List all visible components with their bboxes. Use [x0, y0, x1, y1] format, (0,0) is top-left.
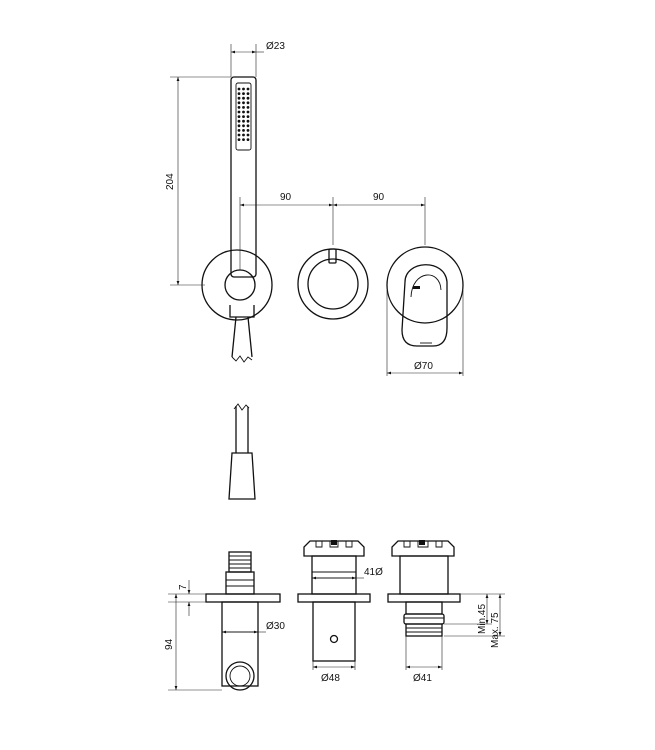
- nozzle-dot: [237, 106, 241, 109]
- nozzle-dot: [242, 133, 245, 137]
- nozzle-dot: [242, 124, 245, 128]
- nozzle-dot: [237, 87, 241, 91]
- nozzle-dot: [246, 119, 250, 123]
- nozzle-dot: [246, 110, 250, 114]
- dim-offset-7: 7: [168, 580, 206, 616]
- dim-depth-94-label: 94: [164, 638, 175, 650]
- diverter-side: [387, 540, 461, 637]
- nozzle-dot: [246, 92, 250, 95]
- dim-diameter-23-label: Ø23: [266, 41, 285, 52]
- nozzle-dot: [237, 129, 241, 132]
- nozzle-dot: [246, 101, 250, 105]
- nozzle-dot: [242, 138, 245, 142]
- nozzle-dot: [237, 119, 241, 123]
- nozzle-dot: [242, 115, 245, 118]
- dim-depth-94: 94: [164, 594, 222, 691]
- shower-outlet-side: [205, 551, 281, 691]
- nozzle-dot: [237, 96, 241, 100]
- dim-height-204: 204: [165, 76, 231, 286]
- diverter-lever-front: [386, 246, 464, 347]
- nozzle-dot: [246, 138, 250, 142]
- nozzle-dot: [237, 115, 241, 118]
- dim-diameter-41-label: Ø41: [413, 673, 432, 684]
- nozzle-dot: [246, 133, 250, 137]
- hose-handle-segment: [228, 403, 256, 500]
- nozzle-dot: [237, 124, 241, 128]
- nozzle-dot: [246, 115, 250, 118]
- nozzle-dot: [242, 106, 245, 109]
- dim-diameter-23: Ø23: [230, 41, 285, 77]
- nozzle-dot: [237, 138, 241, 142]
- nozzle-dot: [242, 129, 245, 132]
- dim-diameter-48-label: Ø48: [321, 673, 340, 684]
- nozzle-dot: [246, 87, 250, 91]
- nozzle-dot: [242, 110, 245, 114]
- dim-height-204-label: 204: [165, 173, 176, 190]
- nozzle-dot: [246, 124, 250, 128]
- dim-spacing-right-label: 90: [373, 192, 385, 203]
- dim-diameter-48: Ø48: [312, 661, 356, 684]
- dim-offset-7-label: 7: [178, 584, 189, 590]
- mixer-side: [297, 540, 371, 662]
- dim-diameter-30: Ø30: [222, 621, 285, 634]
- nozzle-dot: [237, 133, 241, 137]
- nozzle-dot: [242, 101, 245, 105]
- nozzle-dot: [246, 129, 250, 132]
- nozzle-dot: [242, 96, 245, 100]
- mixer-control-front: [297, 248, 369, 320]
- nozzle-dot: [242, 92, 245, 95]
- nozzle-dot: [237, 92, 241, 95]
- dim-min-max-depth: Min.45 Max. 75: [444, 593, 505, 648]
- dim-thread-41-label: 41Ø: [364, 567, 383, 578]
- nozzle-dot: [237, 110, 241, 114]
- shower-outlet-front: [201, 249, 273, 363]
- dim-min-45-label: Min.45: [477, 604, 488, 634]
- dim-max-75-label: Max. 75: [490, 612, 501, 648]
- nozzle-dot: [246, 106, 250, 109]
- dim-diameter-70-label: Ø70: [414, 361, 433, 372]
- dim-diameter-41: Ø41: [405, 636, 443, 684]
- dim-diameter-70: Ø70: [386, 290, 464, 376]
- nozzle-dot: [242, 87, 245, 91]
- dim-spacing-90: 90 90: [239, 192, 426, 270]
- hand-shower-front: [230, 76, 257, 278]
- dim-diameter-30-label: Ø30: [266, 621, 285, 632]
- dim-spacing-left-label: 90: [280, 192, 292, 203]
- spray-nozzle-pattern: [237, 87, 250, 142]
- dim-thread-41: 41Ø: [312, 567, 383, 580]
- nozzle-dot: [242, 119, 245, 123]
- nozzle-dot: [237, 101, 241, 105]
- nozzle-dot: [246, 96, 250, 100]
